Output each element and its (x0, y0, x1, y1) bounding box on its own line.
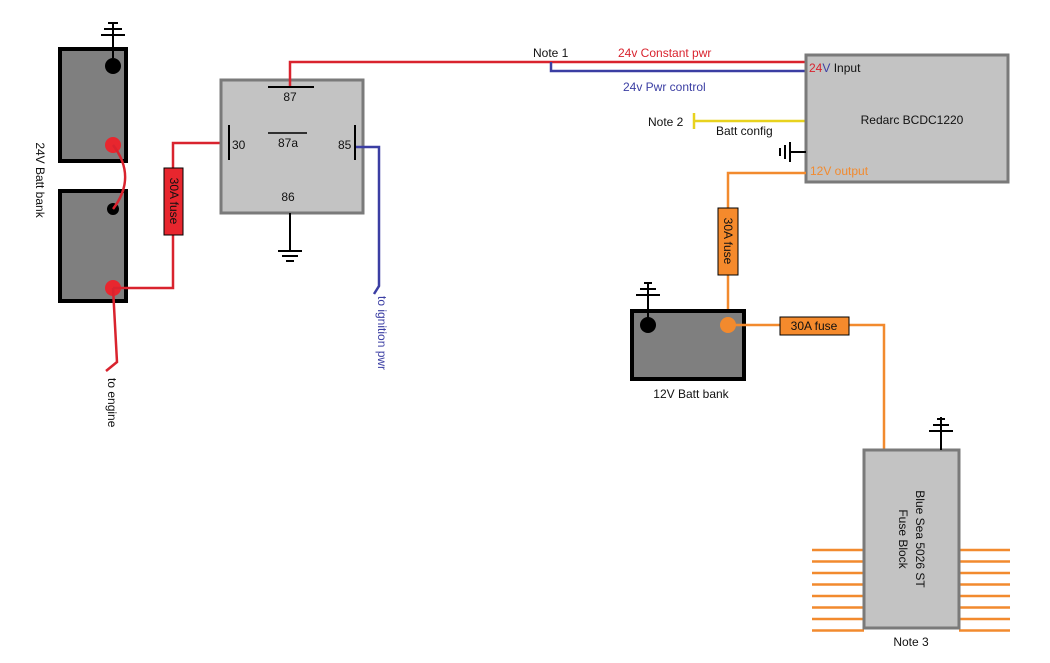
fuse-12v-vertical: 30A fuse (717, 207, 739, 276)
to-engine-label: to engine (105, 378, 119, 428)
battery-to-fuse-wire (113, 235, 175, 290)
fuse-block-line1: Blue Sea 5026 ST (913, 490, 927, 588)
fuse-block-terminals-left (812, 548, 864, 632)
redarc-charger: Redarc BCDC1220 24V Input 12V output (804, 53, 1010, 184)
power-control-label: 24v Pwr control (623, 80, 706, 94)
fuse-block-terminals-right (959, 548, 1010, 632)
battery-24v-top-negative-terminal (105, 58, 121, 74)
to-engine-wire (105, 287, 119, 372)
power-control-wire (549, 62, 818, 73)
redarc-input-suffix: Input (830, 61, 861, 75)
relay-pin87-label: 87 (283, 90, 297, 104)
relay-body (219, 78, 365, 215)
relay: 87 87a 30 85 86 (219, 78, 365, 215)
redarc-name: Redarc BCDC1220 (861, 113, 964, 127)
ground-symbol-12v-battery (636, 282, 660, 318)
battery-24v-bottom (58, 189, 128, 303)
fuse-12v-horizontal-body (779, 316, 850, 336)
battery-24v-top (58, 47, 128, 163)
note3-label: Note 3 (893, 635, 929, 649)
fuse-12v-vertical-label: 30A fuse (721, 218, 735, 265)
fuse-to-relay-30-wire (171, 141, 228, 168)
series-link-wire (112, 144, 127, 210)
fuse-block-line2: Fuse Block (896, 509, 910, 569)
ignition-wire (356, 145, 381, 295)
relay-pin85-label: 85 (338, 138, 352, 152)
fuse-12v-horizontal-label: 30A fuse (791, 319, 838, 333)
relay-pin30-label: 30 (232, 138, 246, 152)
fuse-24v-label: 30A fuse (167, 178, 181, 225)
fuse-24v: 30A fuse (163, 167, 184, 236)
ground-symbol-24v-battery (101, 22, 125, 58)
redarc-output-label: 12V output (810, 164, 869, 178)
relay-pin87a-label: 87a (278, 136, 298, 150)
redarc-input-prefix: 24 (809, 61, 823, 75)
battery-12v-negative-terminal (640, 317, 656, 333)
fuse-12v-vertical-body (717, 207, 739, 276)
battery-12v (630, 309, 746, 381)
batt-config-label: Batt config (716, 124, 773, 138)
ground-symbol-redarc (779, 142, 806, 162)
redarc-output-wire (726, 171, 806, 208)
constant-power-label: 24v Constant pwr (618, 46, 711, 60)
fuse-24v-body (163, 167, 184, 236)
fuse-12v-horizontal: 30A fuse (779, 316, 850, 336)
ground-symbol-relay (278, 213, 302, 262)
battery-24v-label: 24V Batt bank (33, 142, 47, 218)
redarc-input-label: 24V Input (809, 61, 861, 75)
redarc-body (804, 53, 1010, 184)
battery-12v-label: 12V Batt bank (653, 387, 729, 401)
redarc-input-blue: V (822, 61, 830, 75)
to-ignition-label: to ignition pwr (375, 296, 389, 370)
ground-symbol-fuse-block (929, 417, 953, 450)
fuse-block-body (862, 448, 961, 630)
note2-label: Note 2 (648, 115, 684, 129)
constant-power-wire (288, 60, 818, 86)
note1-label: Note 1 (533, 46, 569, 60)
fuse-h-to-block-wire (849, 323, 886, 450)
fuse-block: Blue Sea 5026 ST Fuse Block (862, 448, 961, 630)
relay-pin86-label: 86 (281, 190, 295, 204)
